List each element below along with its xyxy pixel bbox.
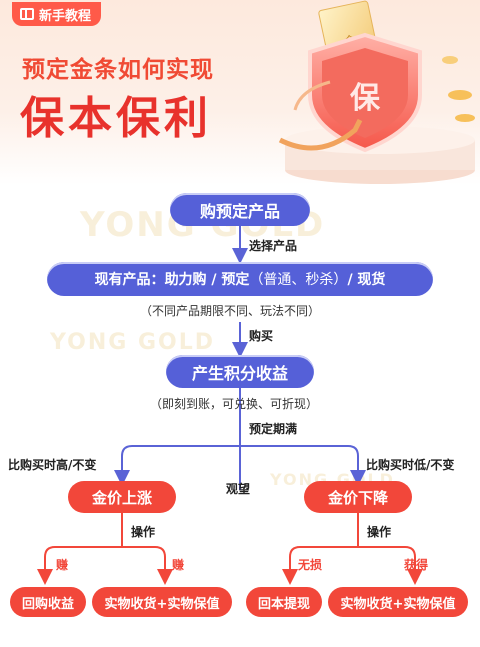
products-prefix: 现有产品： bbox=[94, 272, 165, 288]
right-action-label: 操作 bbox=[367, 525, 392, 539]
edge-purchase: 购买 bbox=[249, 329, 274, 343]
left-action-label: 操作 bbox=[131, 525, 156, 539]
step-products: 现有产品： 助力购 / 预定 （普通、秒杀） / 现货 bbox=[47, 262, 433, 296]
edge-earn-left: 赚 bbox=[56, 558, 69, 572]
page-headline: 保本保利 bbox=[20, 93, 212, 144]
book-icon bbox=[20, 8, 34, 20]
products-items: 助力购 / 预定 bbox=[164, 272, 250, 288]
products-note: （不同产品期限不同、玩法不同） bbox=[140, 304, 321, 318]
watermark: YONG GOLD bbox=[50, 330, 216, 355]
right-condition: 比购买时低/不变 bbox=[366, 458, 455, 472]
page-subtitle: 预定金条如何实现 bbox=[22, 57, 214, 83]
result-principal-withdrawal: 回本提现 bbox=[246, 587, 322, 617]
result-physical-delivery-right: 实物收货+实物保值 bbox=[328, 587, 468, 617]
svg-text:保: 保 bbox=[350, 81, 381, 116]
points-note: （即刻到账，可兑换、可折现） bbox=[150, 397, 319, 411]
result-physical-delivery-left: 实物收货+实物保值 bbox=[92, 587, 232, 617]
tutorial-badge-label: 新手教程 bbox=[39, 8, 92, 24]
shield-illustration: 金 保 bbox=[278, 0, 475, 184]
step-buy-preorder: 购预定产品 bbox=[170, 193, 310, 226]
edge-no-loss: 无损 bbox=[298, 558, 323, 572]
edge-preorder-expiry: 预定期满 bbox=[249, 422, 298, 436]
tutorial-badge: 新手教程 bbox=[12, 2, 102, 26]
edge-select-product: 选择产品 bbox=[249, 239, 298, 253]
result-buyback-earnings: 回购收益 bbox=[10, 587, 86, 617]
middle-wait-label: 观望 bbox=[226, 482, 251, 496]
products-suffix: / 现货 bbox=[347, 272, 386, 288]
outcome-price-up: 金价上涨 bbox=[68, 481, 176, 513]
left-condition: 比购买时高/不变 bbox=[8, 458, 97, 472]
step-points-earnings: 产生积分收益 bbox=[166, 355, 314, 388]
outcome-price-down: 金价下降 bbox=[304, 481, 412, 513]
edge-gain: 获得 bbox=[404, 558, 429, 572]
edge-earn-right: 赚 bbox=[172, 558, 185, 572]
hero-banner: 新手教程 预定金条如何实现 保本保利 金 保 bbox=[0, 0, 480, 185]
products-paren: （普通、秒杀） bbox=[249, 272, 348, 288]
